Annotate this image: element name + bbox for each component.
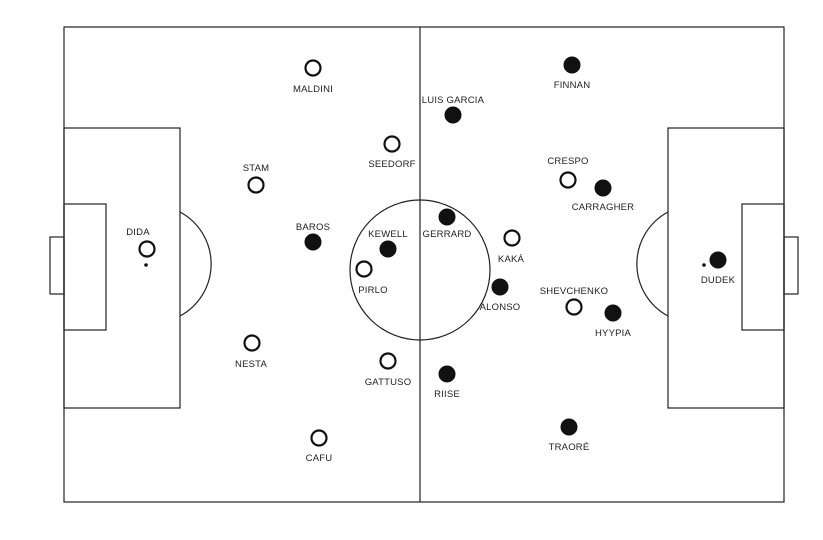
player-seedorf: SEEDORF [368, 135, 415, 170]
left-penalty-area [63, 127, 181, 409]
player-label-kewell: KEWELL [368, 229, 408, 240]
player-dida: DIDA [126, 227, 156, 258]
player-marker-maldini [304, 59, 322, 77]
player-luis-garcia: LUIS GARCIA [422, 95, 485, 124]
player-label-pirlo: PIRLO [358, 285, 388, 296]
player-marker-dudek [709, 251, 727, 269]
left-penalty-arc [179, 211, 212, 317]
player-label-baros: BAROS [296, 222, 330, 233]
player-cafu: CAFU [306, 429, 333, 464]
player-marker-finnan [563, 56, 581, 74]
player-gattuso: GATTUSO [365, 352, 412, 388]
player-label-dudek: DUDEK [701, 275, 736, 286]
player-label-maldini: MALDINI [293, 84, 333, 95]
player-marker-baros [304, 233, 322, 251]
player-marker-carragher [594, 179, 612, 197]
player-shevchenko: SHEVCHENKO [540, 286, 609, 316]
right-penalty-spot [702, 263, 706, 267]
player-label-traore: TRAORÉ [549, 442, 590, 453]
player-marker-gerrard [438, 208, 456, 226]
player-label-seedorf: SEEDORF [368, 159, 415, 170]
player-label-kaka: KAKÁ [498, 254, 525, 265]
player-label-nesta: NESTA [235, 359, 267, 370]
player-stam: STAM [243, 163, 269, 194]
player-marker-crespo [559, 171, 577, 189]
player-marker-hyypia [604, 304, 622, 322]
player-pirlo: PIRLO [355, 260, 388, 296]
left-goal [49, 236, 65, 295]
player-marker-traore [560, 418, 578, 436]
player-label-riise: RIISE [434, 389, 460, 400]
player-carragher: CARRAGHER [572, 179, 635, 213]
player-marker-alonso [491, 278, 509, 296]
player-marker-nesta [243, 334, 261, 352]
player-maldini: MALDINI [293, 59, 333, 95]
pitch-markings [49, 26, 799, 503]
player-label-gattuso: GATTUSO [365, 377, 412, 388]
player-label-cafu: CAFU [306, 453, 333, 464]
right-goal-area [741, 203, 785, 331]
player-gerrard: GERRARD [423, 208, 472, 240]
centre-circle [349, 199, 491, 341]
player-label-carragher: CARRAGHER [572, 202, 635, 213]
player-label-stam: STAM [243, 163, 269, 174]
right-goal [783, 236, 799, 295]
player-marker-seedorf [383, 135, 401, 153]
player-marker-pirlo [355, 260, 373, 278]
player-crespo: CRESPO [547, 156, 588, 189]
player-marker-stam [247, 176, 265, 194]
player-label-gerrard: GERRARD [423, 229, 472, 240]
player-nesta: NESTA [235, 334, 267, 370]
player-label-dida: DIDA [126, 227, 150, 238]
player-label-hyypia: HYYPIA [595, 328, 632, 339]
player-alonso: ALONSO [480, 278, 521, 313]
player-kewell: KEWELL [368, 229, 408, 258]
player-label-finnan: FINNAN [554, 80, 591, 91]
player-marker-dida [138, 240, 156, 258]
player-label-luis-garcia: LUIS GARCIA [422, 95, 485, 106]
left-goal-area [63, 203, 107, 331]
player-hyypia: HYYPIA [595, 304, 632, 339]
player-marker-cafu [310, 429, 328, 447]
player-marker-riise [438, 365, 456, 383]
right-penalty-arc [636, 211, 669, 317]
player-label-shevchenko: SHEVCHENKO [540, 286, 609, 297]
player-label-alonso: ALONSO [480, 302, 521, 313]
player-traore: TRAORÉ [549, 418, 590, 453]
player-marker-kewell [379, 240, 397, 258]
player-riise: RIISE [434, 365, 460, 400]
player-finnan: FINNAN [554, 56, 591, 91]
player-dudek: DUDEK [701, 251, 736, 286]
player-marker-kaka [503, 229, 521, 247]
player-kaka: KAKÁ [498, 229, 525, 265]
player-label-crespo: CRESPO [547, 156, 588, 167]
player-marker-gattuso [379, 352, 397, 370]
player-marker-luis-garcia [444, 106, 462, 124]
players-layer: DIDA MALDINI STAM NESTA CAFU SEEDORF PIRLO GATT… [126, 56, 736, 464]
right-penalty-area [667, 127, 785, 409]
player-baros: BAROS [296, 222, 330, 251]
player-marker-shevchenko [565, 298, 583, 316]
left-penalty-spot [144, 263, 148, 267]
